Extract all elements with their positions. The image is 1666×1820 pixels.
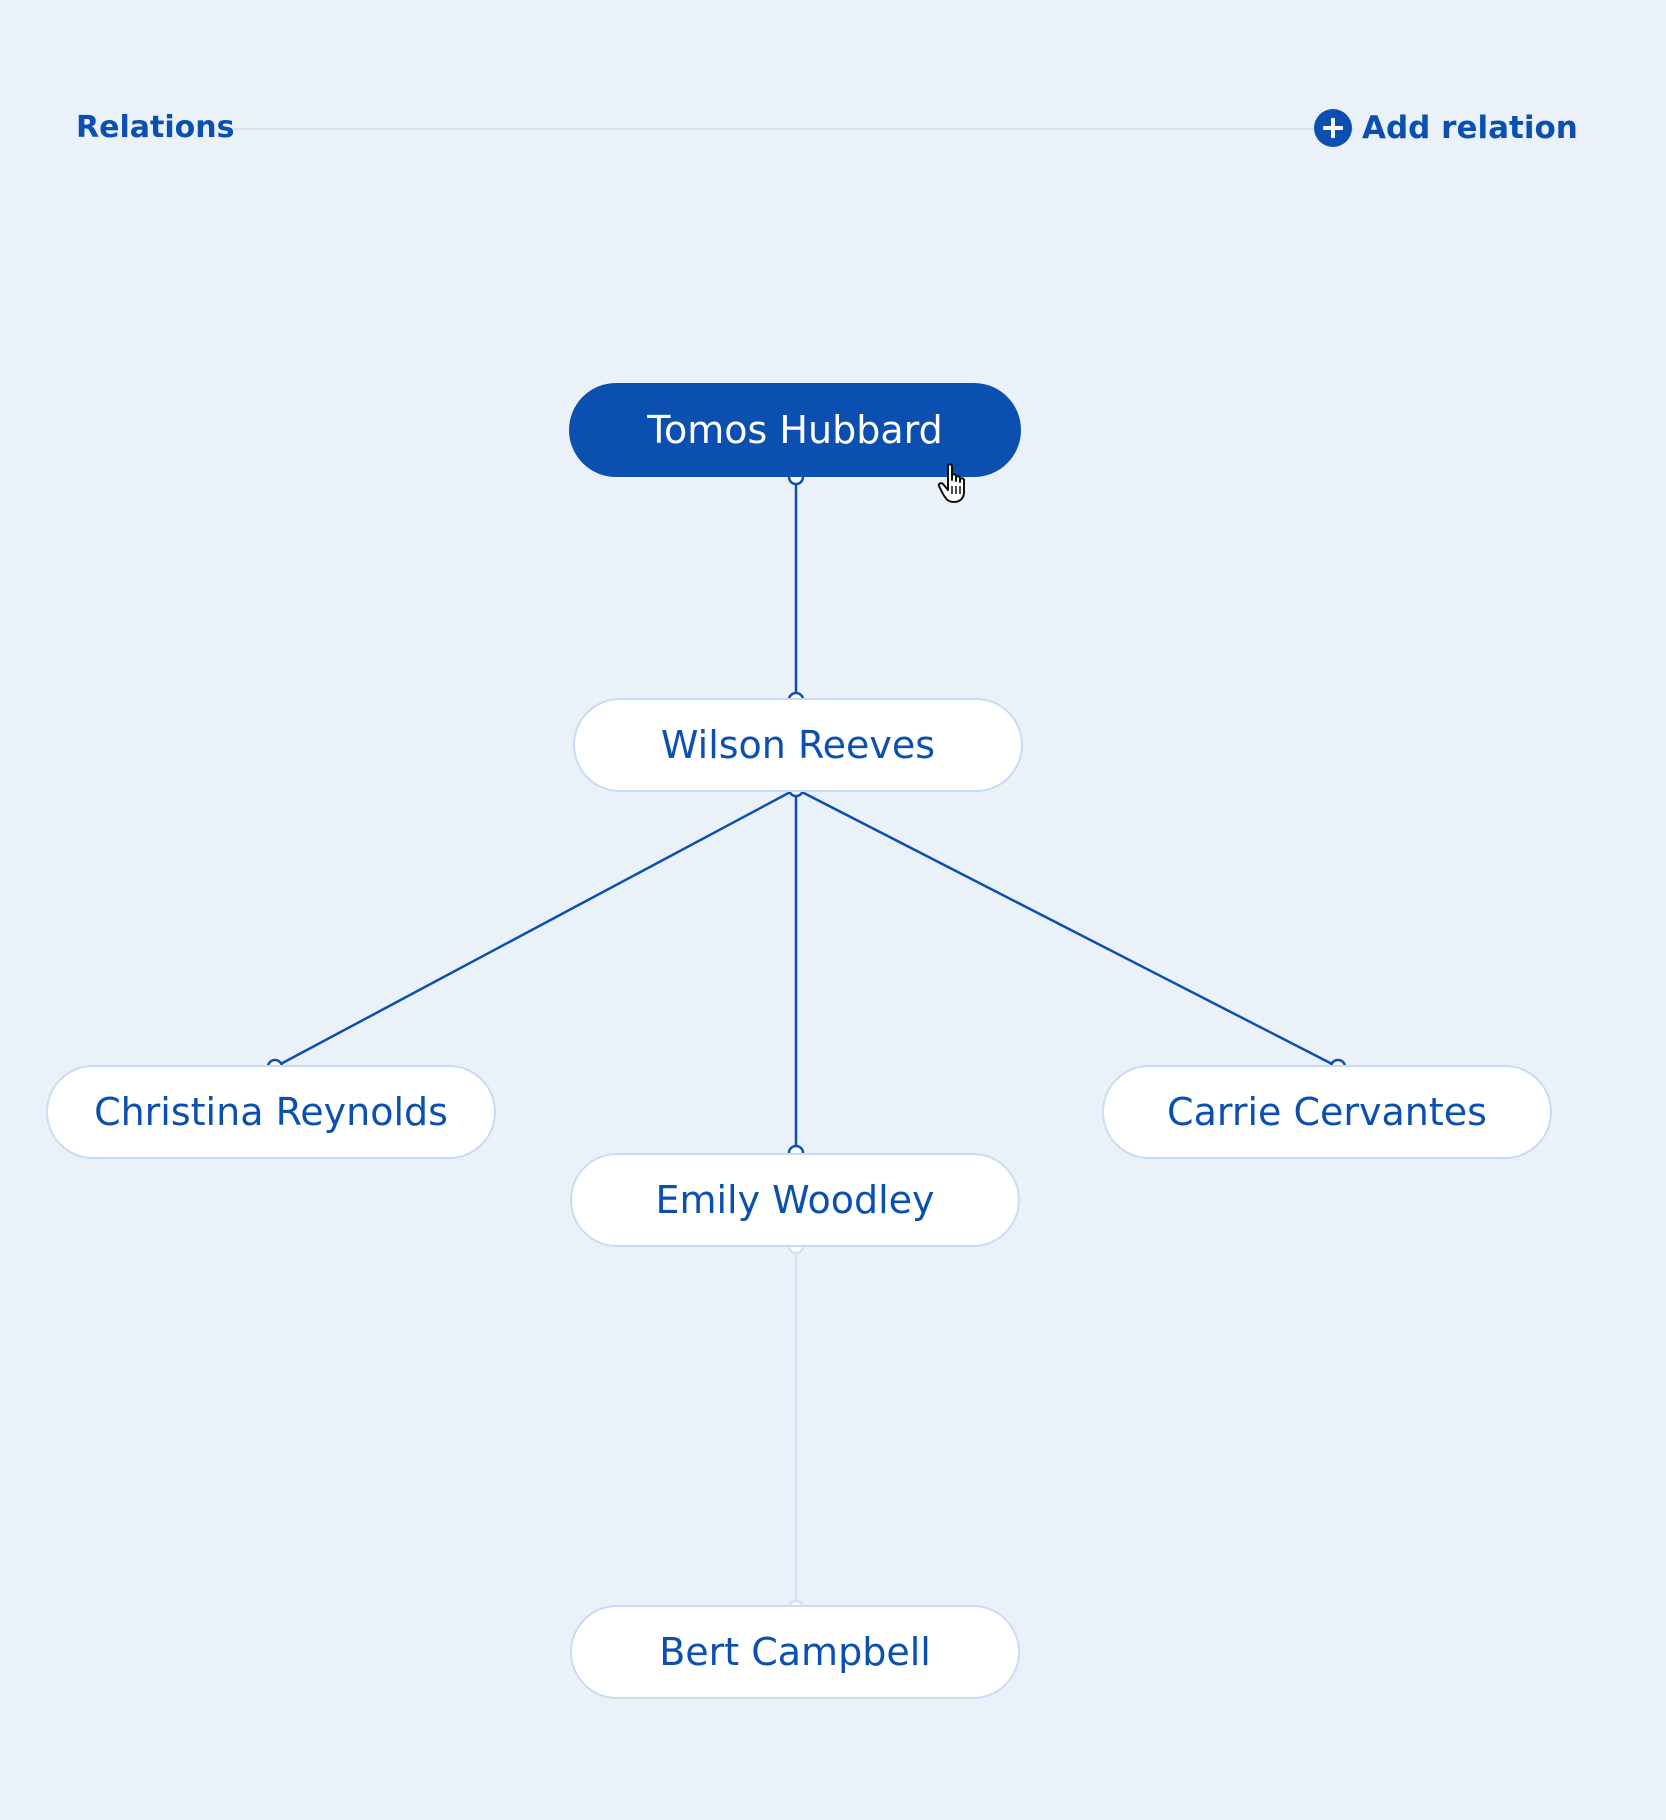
section-title: Relations: [76, 110, 235, 145]
header-divider: [234, 128, 1354, 130]
node-christina-reynolds[interactable]: Christina Reynolds: [46, 1065, 496, 1159]
edge-wilson-carrie: [795, 787, 1339, 1069]
relations-header: Relations Add relation: [76, 104, 1578, 154]
node-carrie-cervantes[interactable]: Carrie Cervantes: [1102, 1065, 1552, 1159]
node-bert-campbell[interactable]: Bert Campbell: [570, 1605, 1020, 1699]
node-emily-woodley[interactable]: Emily Woodley: [570, 1153, 1020, 1247]
plus-circle-icon: [1314, 109, 1352, 147]
node-tomos-hubbard[interactable]: Tomos Hubbard: [569, 383, 1021, 477]
add-relation-label: Add relation: [1362, 110, 1578, 146]
hand-pointer-icon: [937, 463, 965, 503]
add-relation-button[interactable]: Add relation: [1314, 108, 1578, 148]
edge-wilson-christina: [274, 787, 797, 1069]
node-wilson-reeves[interactable]: Wilson Reeves: [573, 698, 1023, 792]
